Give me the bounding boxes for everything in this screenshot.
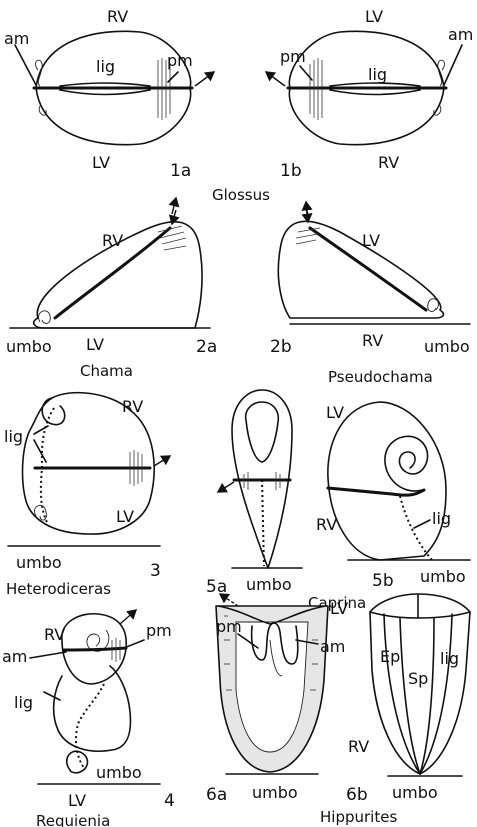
fig-number-6b: 6b [346, 785, 368, 805]
label-3-rv: RV [122, 397, 143, 416]
label-6b-ep: Ep [380, 647, 400, 666]
figure-1a-glossus: RV am lig pm LV 1a [4, 7, 214, 181]
label-1b-pm: pm [280, 47, 306, 66]
fig-number-2a: 2a [196, 337, 217, 357]
label-2b-umbo: umbo [424, 337, 470, 356]
label-5b-umbo: umbo [420, 567, 466, 586]
label-4-lig: lig [14, 693, 33, 712]
arrow-3 [154, 456, 170, 466]
label-2a-umbo: umbo [6, 337, 52, 356]
label-6b-umbo: umbo [392, 783, 438, 802]
label-6a-umbo: umbo [252, 783, 298, 802]
arrow-4 [120, 610, 136, 624]
label-3-umbo: umbo [16, 553, 62, 572]
fig-number-4: 4 [164, 791, 175, 811]
label-3-lv: LV [116, 507, 134, 526]
fig-number-3: 3 [150, 561, 161, 581]
leader-1a-am [15, 45, 36, 85]
lid-6b [370, 612, 470, 618]
hinge-line-4 [64, 648, 126, 650]
hinge-line-5b [328, 488, 424, 495]
figure-5b-caprina: LV RV lig 5b umbo Caprina [308, 402, 470, 612]
figure-1b-glossus: LV pm am lig RV 1b [266, 7, 473, 181]
fig-number-2b: 2b [270, 337, 292, 357]
fig-number-1b: 1b [280, 161, 302, 181]
muscle-scar-2b [296, 228, 320, 244]
leader-1a-pm [168, 72, 178, 82]
caption-glossus: Glossus [212, 186, 270, 204]
ligament-line-4 [76, 684, 104, 768]
figure-2a-chama: RV umbo LV 2a Chama [6, 198, 217, 380]
caption-hippurites: Hippurites [320, 808, 397, 826]
arrow-5a [218, 482, 234, 492]
spiral-5b [385, 436, 428, 491]
label-4-lv: LV [68, 791, 86, 810]
ligament-line-5b [400, 496, 432, 560]
leader-1b-am [444, 45, 462, 85]
fig-number-1a: 1a [170, 161, 191, 181]
fig-number-5b: 5b [372, 571, 394, 591]
fig-number-6a: 6a [206, 785, 227, 805]
shell-4-lower [54, 666, 131, 751]
umbo-coil-2a [39, 311, 51, 324]
label-5b-rv: RV [316, 515, 337, 534]
label-6a-pm: pm [216, 617, 242, 636]
label-1a-lv: LV [92, 153, 110, 172]
label-2a-rv: RV [102, 231, 123, 250]
umbo-coil-2b [428, 299, 439, 312]
figure-6a-hippurites: LV pm am 6a umbo [206, 594, 348, 805]
label-4-rv: RV [44, 625, 65, 644]
label-6b-rv: RV [348, 737, 369, 756]
caption-pseudochama: Pseudochama [328, 368, 433, 386]
label-4-umbo: umbo [96, 763, 142, 782]
label-2a-lv: LV [86, 335, 104, 354]
label-1a-pm: pm [167, 51, 193, 70]
label-4-pm: pm [146, 621, 172, 640]
figure-4-requienia: RV pm am lig umbo LV 4 Requienia [2, 610, 175, 827]
figure-2b-pseudochama: LV 2b RV umbo Pseudochama [270, 202, 470, 386]
shell-1b-rv [289, 88, 444, 145]
label-5a-umbo: umbo [246, 575, 292, 594]
label-1a-am: am [4, 29, 29, 48]
label-6a-am: am [320, 637, 345, 656]
caption-chama: Chama [80, 362, 133, 380]
caption-requienia: Requienia [36, 812, 110, 827]
label-1b-rv: RV [378, 153, 399, 172]
label-1a-lig: lig [96, 57, 115, 76]
figure-3-heterodiceras: RV lig LV umbo 3 Heterodiceras [4, 393, 170, 598]
fig-number-5a: 5a [206, 577, 227, 597]
label-5b-lig: lig [432, 509, 451, 528]
arrow-1b [266, 72, 285, 86]
label-3-lig: lig [4, 427, 23, 446]
label-1b-lv: LV [365, 7, 383, 26]
label-6a-lv: LV [330, 599, 348, 618]
figure-5a-caprina: 5a umbo [206, 390, 302, 597]
label-1a-rv: RV [107, 7, 128, 26]
caption-heterodiceras: Heterodiceras [6, 580, 111, 598]
shell-5b [328, 402, 446, 560]
label-2b-lv: LV [362, 231, 380, 250]
label-1b-am: am [448, 25, 473, 44]
label-5b-lv: LV [326, 403, 344, 422]
muscle-scar-2a [158, 226, 186, 250]
label-6b-sp: Sp [408, 669, 428, 688]
arrow-1a [195, 72, 214, 86]
label-6b-lig: lig [440, 649, 459, 668]
shell-1a-lv [36, 88, 191, 145]
umbo-coil-4 [67, 751, 88, 773]
label-1b-lig: lig [368, 65, 387, 84]
label-4-am: am [2, 647, 27, 666]
label-2b-rv: RV [362, 331, 383, 350]
figure-6b-hippurites: Ep Sp lig RV 6b umbo [346, 594, 470, 805]
